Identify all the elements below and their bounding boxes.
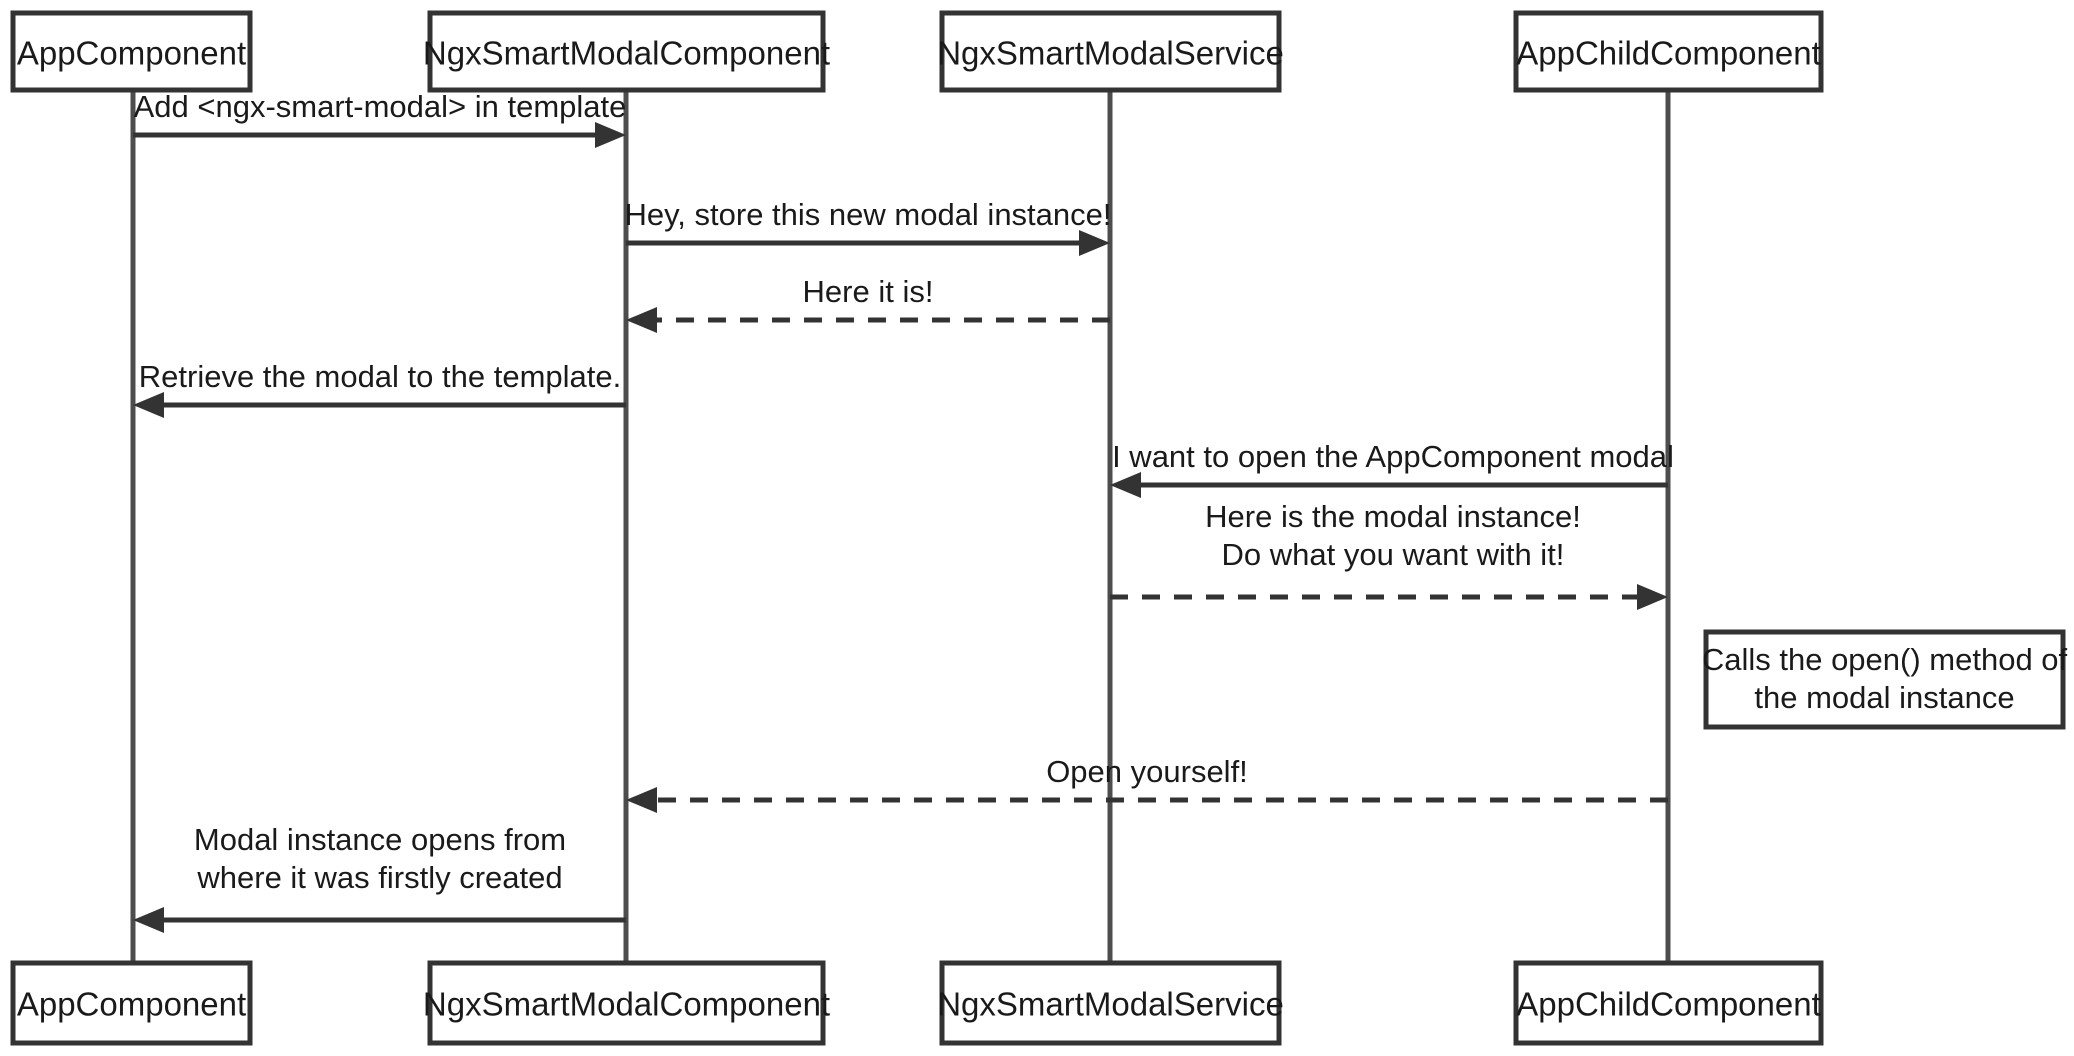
participant-bottom-ngxsmartmodalservice[interactable]: NgxSmartModalService [937,960,1284,1046]
message-label-line1: Modal instance opens from [194,822,566,857]
message-6-here-is-the-modal-instance[interactable]: Here is the modal instance! Do what you … [1110,499,1668,610]
arrowhead-right-icon [1079,230,1110,256]
participant-label: AppChildComponent [1516,986,1821,1023]
bottom-participants-group: AppComponent NgxSmartModalComponent NgxS… [10,960,1824,1046]
message-label-line2: Do what you want with it! [1222,537,1565,572]
message-label: I want to open the AppComponent modal [1112,439,1674,474]
note-label-line2: the modal instance [1754,680,2014,715]
note-calls-open-method[interactable]: Calls the open() method of the modal ins… [1702,629,2068,730]
participant-top-ngxsmartmodalservice[interactable]: NgxSmartModalService [937,10,1284,93]
participant-box [1513,960,1824,1046]
message-label: Add <ngx-smart-modal> in template [134,89,627,124]
participant-label: NgxSmartModalService [937,35,1284,72]
participant-box [10,10,253,93]
participant-top-ngxsmartmodalcomponent[interactable]: NgxSmartModalComponent [423,10,830,93]
participant-box [427,960,826,1046]
participant-box [427,10,826,93]
message-label: Hey, store this new modal instance! [624,197,1111,232]
participant-bottom-ngxsmartmodalcomponent[interactable]: NgxSmartModalComponent [423,960,830,1046]
participant-label: NgxSmartModalService [937,986,1284,1023]
participant-box [10,960,253,1046]
note-label-line1: Calls the open() method of [1702,642,2068,677]
participant-label: AppComponent [17,986,246,1023]
participant-box [939,960,1282,1046]
arrowhead-left-icon [133,907,164,933]
participant-label: NgxSmartModalComponent [423,986,830,1023]
note-box [1703,629,2066,730]
arrowhead-right-icon [1637,584,1668,610]
arrowhead-left-icon [133,392,164,418]
top-participants-group: AppComponent NgxSmartModalComponent NgxS… [10,10,1824,93]
arrowhead-left-icon [626,787,657,813]
message-label: Open yourself! [1046,754,1248,789]
message-label-line2: where it was firstly created [196,860,562,895]
participant-label: NgxSmartModalComponent [423,35,830,72]
message-label: Here it is! [803,274,934,309]
participant-bottom-app[interactable]: AppComponent [10,960,253,1046]
participant-top-app[interactable]: AppComponent [10,10,253,93]
message-3-here-it-is[interactable]: Here it is! [626,274,1110,333]
arrowhead-left-icon [626,307,657,333]
participant-bottom-appchildcomponent[interactable]: AppChildComponent [1513,960,1824,1046]
lifelines-group [130,90,1671,963]
message-4-retrieve-the-modal-to-the-template[interactable]: Retrieve the modal to the template. [133,359,626,418]
participant-top-appchildcomponent[interactable]: AppChildComponent [1513,10,1824,93]
participant-label: AppComponent [17,35,246,72]
arrowhead-left-icon [1110,472,1141,498]
participant-box [1513,10,1824,93]
participant-label: AppChildComponent [1516,35,1821,72]
participant-box [939,10,1282,93]
message-5-i-want-to-open-the-appcomponent-modal[interactable]: I want to open the AppComponent modal [1110,439,1674,498]
message-label: Retrieve the modal to the template. [139,359,621,394]
arrowhead-right-icon [595,122,626,148]
message-7-open-yourself[interactable]: Open yourself! [626,754,1668,813]
message-label-line1: Here is the modal instance! [1205,499,1581,534]
message-8-modal-instance-opens[interactable]: Modal instance opens from where it was f… [133,822,626,933]
message-1-add-ngx-smart-modal-in-template[interactable]: Add <ngx-smart-modal> in template [133,89,626,148]
message-2-hey-store-this-new-modal-instance[interactable]: Hey, store this new modal instance! [624,197,1112,256]
